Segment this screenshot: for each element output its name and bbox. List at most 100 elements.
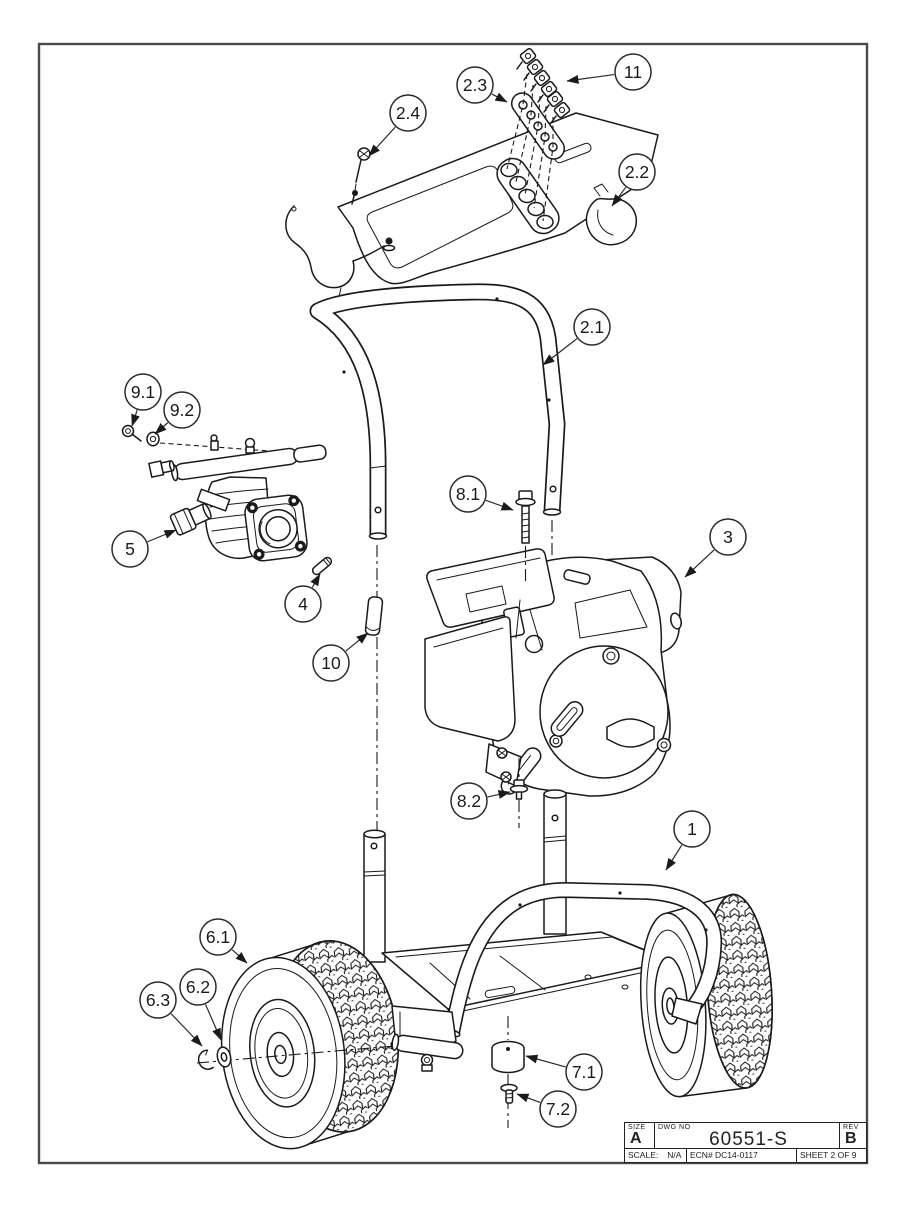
- callout-leader-6.3: [170, 1013, 203, 1047]
- callout-9.1: 9.1: [124, 373, 162, 427]
- callout-balloon-5: [111, 530, 149, 568]
- callout-leader-6.2: [205, 1004, 222, 1041]
- callout-label-2.4: 2.4: [396, 103, 421, 123]
- callout-8.1: 8.1: [449, 475, 514, 513]
- hook-bracket-drawing: [585, 183, 638, 246]
- callout-balloon-4: [284, 585, 322, 623]
- rev-label: REV: [843, 1124, 859, 1131]
- title-block-ecn-cell: ECN# DC14-0117: [687, 1149, 797, 1162]
- callout-label-6.3: 6.3: [146, 990, 170, 1010]
- callout-leader-7.1: [525, 1054, 566, 1068]
- title-block-dwg-cell: DWG NO 60551-S: [655, 1123, 840, 1150]
- callout-balloon-9.1: [124, 373, 162, 411]
- scale-label: SCALE:: [628, 1150, 659, 1160]
- callout-2.4: 2.4: [368, 94, 427, 157]
- dwg-no-label: DWG NO: [658, 1124, 691, 1131]
- callout-6.2: 6.2: [179, 968, 222, 1041]
- callout-balloon-3: [709, 518, 747, 556]
- callout-leader-2.3: [491, 92, 508, 103]
- callout-label-6.1: 6.1: [206, 927, 230, 947]
- title-block-rev-cell: REV B: [840, 1123, 866, 1148]
- ecn-value: ECN# DC14-0117: [690, 1150, 758, 1160]
- callout-label-3: 3: [723, 527, 733, 547]
- callout-label-11: 11: [624, 62, 642, 82]
- callout-2.2: 2.2: [611, 153, 656, 207]
- callout-balloon-9.2: [163, 391, 201, 429]
- left-wheel-drawing: [220, 940, 400, 1150]
- bolt-set-drawing: [516, 47, 571, 124]
- callout-2.3: 2.3: [456, 66, 508, 104]
- callout-label-2.1: 2.1: [580, 317, 604, 337]
- wheel-washer-drawing: [216, 1046, 232, 1068]
- callout-leader-3: [684, 549, 715, 578]
- axle-bracket-drawing: [391, 1005, 464, 1072]
- callout-5: 5: [111, 529, 177, 568]
- foot-screw-drawing: [500, 1083, 518, 1104]
- callout-label-1: 1: [687, 819, 697, 839]
- rev-value: B: [845, 1130, 857, 1147]
- callout-label-10: 10: [321, 653, 341, 673]
- foot-drawing: [491, 1040, 525, 1074]
- callout-leader-10: [345, 632, 369, 652]
- callout-layer: 2.4 2.3 11 2.2 2.1 9.1 9.2 5 4 10 8.1 3 8.2 1 6.1 6.2 6.…: [111, 53, 747, 1128]
- callout-leader-9.2: [154, 422, 169, 435]
- callout-leader-8.2: [487, 790, 511, 799]
- callout-balloon-2.3: [456, 66, 494, 104]
- callout-leader-7.2: [516, 1093, 541, 1104]
- dwg-no-value: 60551-S: [709, 1129, 788, 1150]
- callout-label-7.1: 7.1: [572, 1062, 596, 1082]
- callout-balloon-6.2: [179, 968, 217, 1006]
- callout-balloon-6.3: [139, 981, 177, 1019]
- title-block: SIZE A DWG NO 60551-S REV B SCALE: N/A EC…: [624, 1122, 867, 1163]
- callout-label-9.1: 9.1: [131, 382, 155, 402]
- callout-leader-9.1: [131, 409, 140, 427]
- sheet-value: SHEET 2 OF 9: [800, 1150, 857, 1160]
- panel-screw-drawing: [351, 147, 396, 252]
- callout-label-6.2: 6.2: [186, 977, 210, 997]
- pump-drawing: [121, 424, 333, 576]
- engine-drawing: [424, 548, 683, 797]
- callout-label-8.2: 8.2: [457, 791, 481, 811]
- callout-label-5: 5: [125, 539, 135, 559]
- right-wheel-drawing: [639, 893, 773, 1098]
- panel-assembly-drawing: [285, 47, 659, 333]
- callout-balloon-2.2: [618, 153, 656, 191]
- callout-leader-8.1: [485, 499, 514, 511]
- callout-balloon-10: [312, 644, 350, 682]
- callout-label-4: 4: [298, 594, 308, 614]
- callout-label-9.2: 9.2: [170, 400, 194, 420]
- callout-label-2.3: 2.3: [463, 75, 487, 95]
- callout-leader-6.1: [231, 949, 248, 964]
- callout-leader-1: [665, 844, 683, 871]
- callout-label-8.1: 8.1: [456, 484, 480, 504]
- handle-drawing: [309, 283, 566, 540]
- callout-3: 3: [684, 518, 747, 578]
- size-value: A: [630, 1130, 642, 1147]
- callout-4: 4: [284, 573, 322, 623]
- sleeve-drawing: [364, 596, 384, 636]
- callout-leader-2.2: [611, 186, 627, 207]
- callout-balloon-2.1: [573, 308, 611, 346]
- engine-bolt-bottom-drawing: [509, 758, 529, 828]
- callout-9.2: 9.2: [154, 391, 201, 435]
- callout-leader-2.1: [542, 338, 578, 366]
- engine-bolt-top-drawing: [515, 490, 536, 583]
- callout-6.1: 6.1: [199, 918, 248, 964]
- callout-balloon-1: [673, 810, 711, 848]
- callout-7.2: 7.2: [516, 1090, 577, 1128]
- callout-balloon-7.2: [539, 1090, 577, 1128]
- callout-10: 10: [312, 632, 369, 682]
- callout-balloon-6.1: [199, 918, 237, 956]
- callout-8.2: 8.2: [450, 782, 511, 820]
- callout-balloon-8.1: [449, 475, 487, 513]
- callout-leader-2.4: [368, 126, 396, 157]
- callout-2.1: 2.1: [542, 308, 611, 366]
- callout-balloon-8.2: [450, 782, 488, 820]
- scale-value: N/A: [667, 1150, 682, 1160]
- callout-balloon-2.4: [389, 94, 427, 132]
- size-label: SIZE: [628, 1124, 646, 1131]
- sheet-border: [37, 42, 869, 1165]
- callout-leader-5: [147, 529, 177, 543]
